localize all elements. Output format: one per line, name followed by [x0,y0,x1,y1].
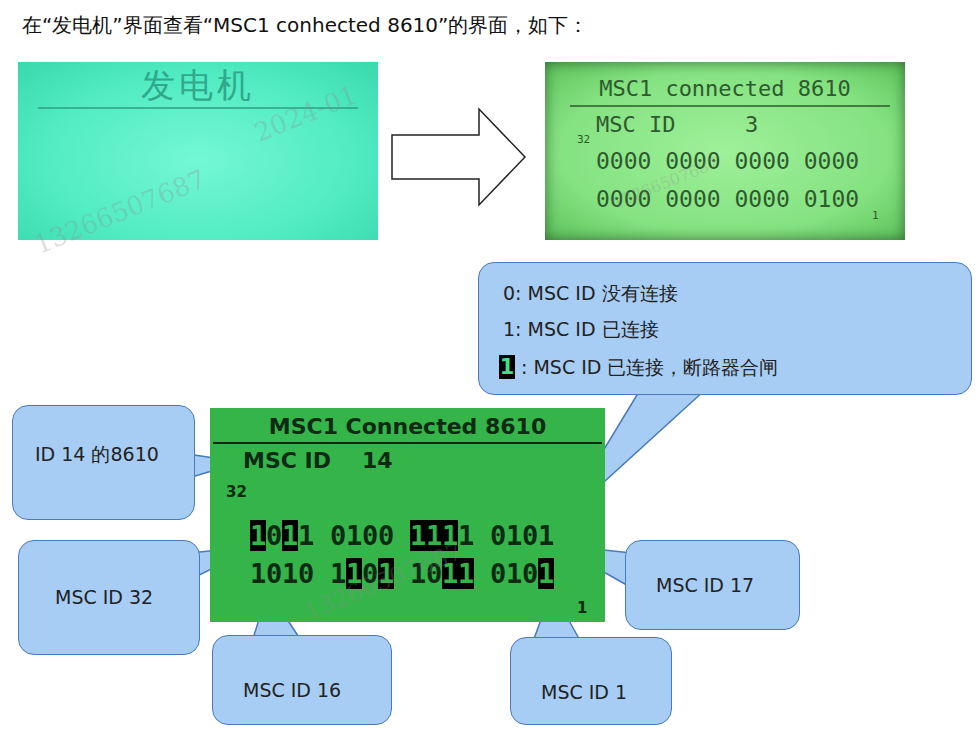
status-digit: 0 [266,520,282,551]
status-digit: 1 [506,558,522,589]
block-arrow [392,109,525,205]
status-row: 0000 0000 0000 0000 [596,148,859,174]
callout-text: MSC ID 17 [656,575,754,597]
callout-box: MSC ID 32 [18,540,200,655]
closed-sample: 1 [499,355,515,379]
status-digit: 0 [522,520,538,551]
screen-photo: MSC1 connected 8610MSC ID 3 32 0000 0000 00… [545,62,905,240]
status-digit: 0 [298,558,314,589]
range-number: 1 [872,210,879,223]
screen-title: MSC1 Connected 8610 [210,414,605,439]
callout-box: MSC ID 1 [510,637,672,725]
legend-callout: 0: MSC ID 没有连接 1: MSC ID 已连接 1 : MSC ID 已连接… [478,262,972,395]
callout-text: MSC ID 1 [541,682,627,704]
screen-title: MSC1 connected 8610 [545,76,905,101]
callout-box: MSC ID 17 [625,540,800,630]
status-digit-closed: 1 [250,520,266,551]
callout-box: MSC ID 16 [212,635,392,725]
range-number: 32 [226,484,247,501]
status-digit: 1 [250,558,266,589]
callout-text: : MSC ID 已连接，断路器合闸 [521,357,778,379]
status-digit: 0 [490,520,506,551]
callout-text: 1: MSC ID 已连接 [503,319,659,341]
status-digit-closed: 1 [410,520,426,551]
status-digit: 0 [522,558,538,589]
status-digit: 0 [490,558,506,589]
status-digit: 1 [538,520,554,551]
range-number: 32 [577,134,590,147]
status-digit: 1 [458,520,474,551]
screen-photo: 发电机 [18,62,378,240]
callout-text: MSC ID 32 [55,587,153,609]
callout-text: MSC ID 16 [243,680,341,702]
id-label: MSC ID [243,448,331,473]
status-digit: 1 [346,520,362,551]
status-digit: 0 [362,520,378,551]
status-digit: 0 [266,558,282,589]
status-digit: 1 [298,520,314,551]
range-number: 1 [577,600,587,617]
status-digit: 0 [330,520,346,551]
id-value: 14 [362,448,393,473]
diagram-title: 在“发电机”界面查看“MSC1 conhected 8610”的界面，如下： [22,12,588,39]
callout-text: ID 14 的8610 [35,444,159,466]
status-digit-closed: 1 [282,520,298,551]
status-digit: 1 [282,558,298,589]
status-digit: 1 [506,520,522,551]
callout-box: ID 14 的8610 [12,405,195,520]
status-digit: 0 [378,520,394,551]
screen-panel: MSC1 Connected 8610MSC ID143210110100111… [210,408,605,622]
id-value: 3 [745,112,758,137]
id-label: MSC ID [596,112,675,137]
callout-text: 0: MSC ID 没有连接 [503,283,678,305]
status-digit-closed: 1 [538,558,554,589]
